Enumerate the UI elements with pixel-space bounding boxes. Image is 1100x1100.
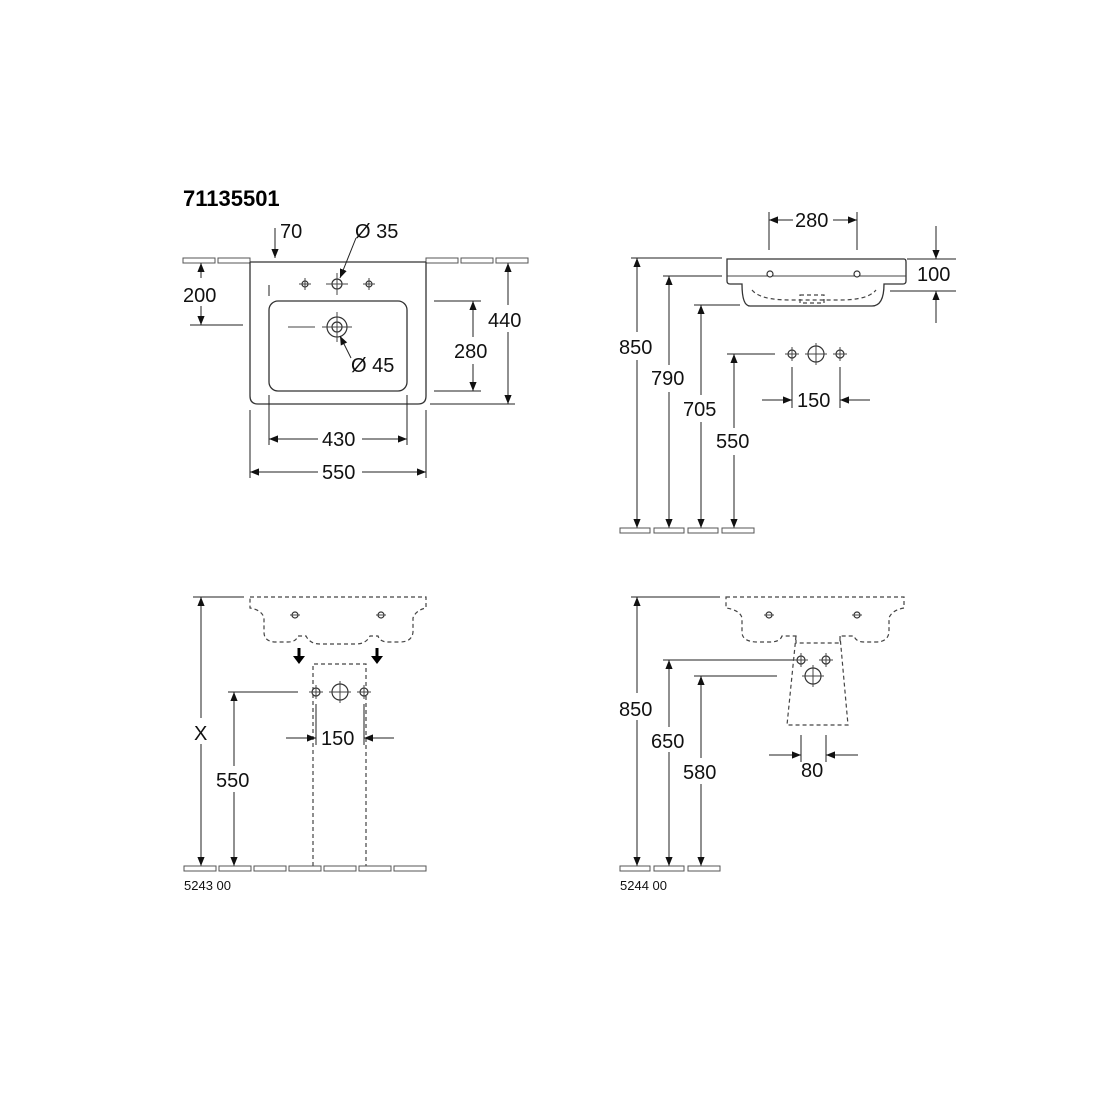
semi-pedestal-code: 5244 00 [620, 878, 667, 893]
tap-holes [299, 273, 375, 295]
connection-points [309, 681, 371, 703]
floor-tiles [183, 865, 427, 872]
dim-height: 850 [619, 337, 652, 359]
basin-outline-dashed [725, 596, 905, 644]
dim-waste: Ø 45 [351, 355, 394, 377]
dim-outlet-spacing: 150 [321, 728, 354, 750]
dim-depth: 440 [488, 310, 521, 332]
dim-hole-spacing: 280 [795, 210, 828, 232]
dim-bottom: 705 [683, 399, 716, 421]
dim-overflow: 790 [651, 368, 684, 390]
floor-tiles [619, 527, 755, 534]
dim-outlet-height: 550 [216, 770, 249, 792]
top-view: 70 Ø 35 200 440 280 Ø 45 430 550 [182, 221, 529, 484]
dim-width: 550 [322, 462, 355, 484]
floor-tiles [619, 865, 721, 872]
connection-points [785, 343, 847, 365]
dim-outlet-height: 580 [683, 762, 716, 784]
wall-tiles [182, 257, 529, 264]
waste-outlet [288, 312, 352, 342]
mount-arrows [293, 648, 383, 664]
pedestal-view: X 550 150 [183, 596, 427, 893]
basin-outline [249, 262, 427, 405]
dim-tap-hole: Ø 35 [355, 221, 398, 243]
dim-spacing: 80 [801, 760, 823, 782]
basin-profile [726, 258, 907, 307]
dim-tap-offset: 70 [280, 221, 302, 243]
semi-pedestal-outline [786, 635, 849, 726]
dim-top: 650 [651, 731, 684, 753]
semi-pedestal-view: 850 650 580 80 5244 00 [619, 596, 905, 893]
dim-bowl-depth: 280 [454, 341, 487, 363]
dim-rim: 100 [917, 264, 950, 286]
connection-points [794, 653, 833, 687]
dim-x: X [194, 723, 207, 745]
pedestal-outline [312, 663, 367, 866]
side-view: 280 100 850 790 705 550 [619, 210, 956, 534]
dim-height: 850 [619, 699, 652, 721]
dim-outlet-spacing: 150 [797, 390, 830, 412]
article-number: 71135501 [183, 186, 280, 211]
dim-tap-height: 200 [183, 285, 216, 307]
dim-bowl-width: 430 [322, 429, 355, 451]
pedestal-code: 5243 00 [184, 878, 231, 893]
bowl-outline [268, 300, 408, 392]
basin-outline-dashed [249, 596, 427, 645]
dim-outlet: 550 [716, 431, 749, 453]
